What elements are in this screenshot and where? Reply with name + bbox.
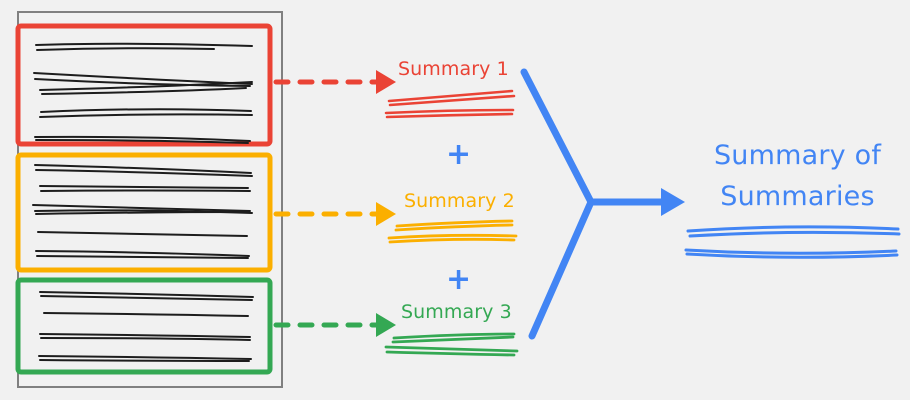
final-summary-line-2: Summaries [720,181,875,212]
arrow-head-1 [376,70,396,94]
document-group-1-border [15,23,273,147]
document-group-3-border [15,277,273,375]
arrow-head-3 [376,313,396,337]
merge-arrow-bottom-branch [528,198,595,340]
final-summary-title: Summary of Summaries [700,140,895,212]
document-group-2[interactable] [15,152,273,273]
arrow-head-2 [376,202,396,226]
summary-2-lines [387,219,518,244]
document-group-1[interactable] [15,23,273,147]
arrow-group-1 [273,70,396,94]
plus-icon-2: + [446,262,472,297]
document-group-2-text-lines [32,164,253,259]
merge-arrow [520,68,685,340]
document-group-3-text-lines [38,291,254,362]
document-group-2-border [15,152,273,273]
document-group-3[interactable] [15,277,273,375]
summary-2-label: Summary 2 [404,190,515,212]
summary-3-lines [384,332,519,357]
arrow-group-3 [273,313,396,337]
final-summary-line-1: Summary of [713,140,882,171]
document-group-1-text-lines [33,42,253,144]
final-summary-lines [684,225,901,259]
merge-arrow-top-branch [520,68,595,206]
summary-1-lines [384,89,516,119]
merge-arrow-head [661,188,685,216]
summary-3-label: Summary 3 [401,301,512,323]
summary-1-label: Summary 1 [398,58,509,80]
arrow-group-2 [273,202,396,226]
plus-icon-1: + [446,137,472,172]
